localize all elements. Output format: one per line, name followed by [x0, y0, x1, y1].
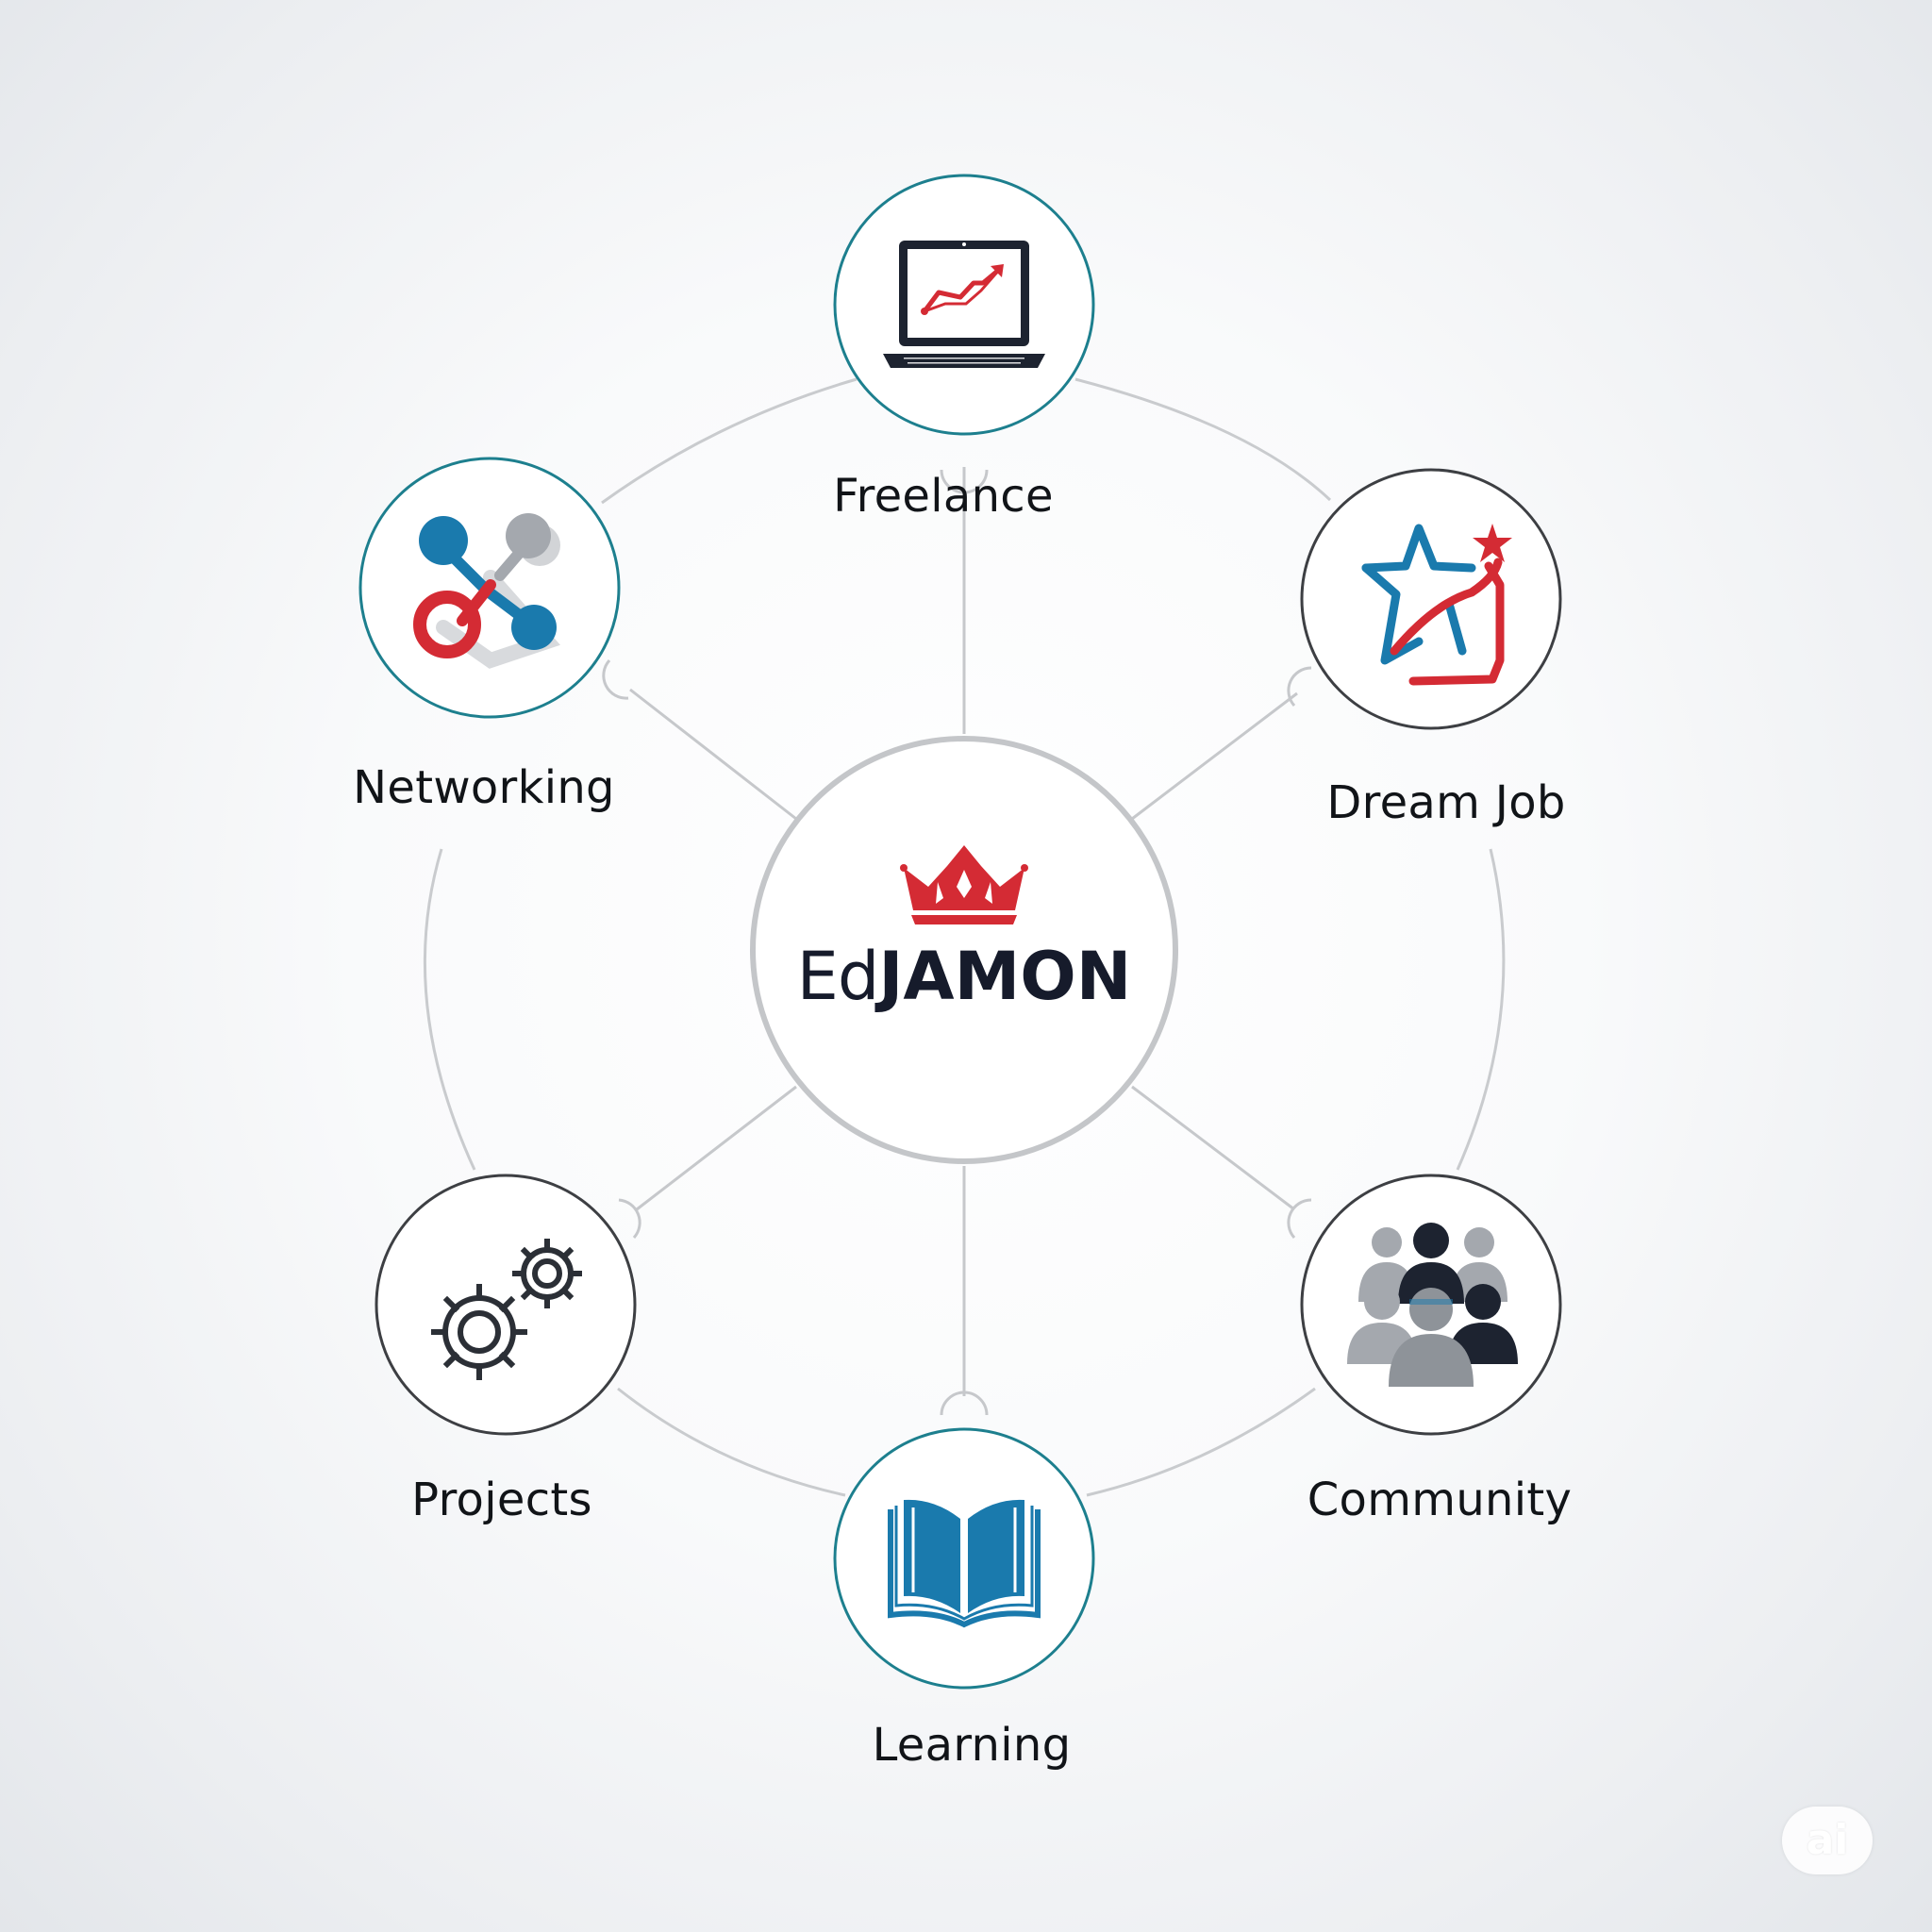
knob-freelance [940, 469, 989, 494]
people-group-icon [1347, 1223, 1518, 1387]
node-projects [375, 1174, 637, 1436]
knob-learning [940, 1391, 989, 1416]
ring-arc-community-learning [1086, 1387, 1316, 1497]
gears-icon [431, 1239, 582, 1380]
brand-name-prefix: Ed [796, 938, 880, 1015]
open-book-icon [888, 1499, 1041, 1628]
center-circle [750, 736, 1178, 1164]
knob-networking [602, 658, 629, 700]
node-circle-dream-job [1300, 468, 1562, 730]
brand-name-suffix: JAMON [878, 938, 1132, 1015]
node-community [1300, 1174, 1562, 1436]
connector-knobs [602, 469, 1312, 1416]
node-freelance [833, 174, 1095, 436]
network-nodes-icon [413, 513, 560, 669]
node-learning [833, 1427, 1095, 1690]
node-networking [358, 457, 621, 719]
knob-dream-job [1287, 666, 1312, 707]
label-dream-job: Dream Job [1326, 776, 1566, 829]
ring-arc-projects-networking [423, 848, 476, 1171]
ai-watermark-badge: ai [1782, 1807, 1873, 1874]
laptop-chart-icon [883, 241, 1045, 368]
spoke-community [1131, 1085, 1295, 1211]
ring-arc-learning-projects [617, 1387, 846, 1497]
ring-arc-dream-job-community [1456, 848, 1506, 1171]
node-dream-job [1300, 468, 1562, 730]
star-path-icon [1361, 524, 1512, 686]
label-networking: Networking [353, 761, 615, 814]
ring-arc-freelance-dream-job [1074, 377, 1332, 502]
label-projects: Projects [411, 1474, 592, 1526]
ring-arc-networking-freelance [601, 377, 858, 505]
outer-ring [423, 377, 1506, 1497]
label-community: Community [1307, 1474, 1573, 1526]
knob-projects [618, 1198, 641, 1240]
node-circle-learning [833, 1427, 1095, 1690]
spoke-projects [636, 1085, 797, 1211]
label-freelance: Freelance [833, 470, 1054, 523]
spoke-networking [629, 688, 797, 821]
knob-community [1287, 1198, 1312, 1239]
crown-icon [900, 845, 1028, 924]
spoke-dream-job [1131, 691, 1298, 821]
brand-name: EdJAMON [797, 938, 1132, 1015]
spokes [629, 467, 1298, 1396]
label-learning: Learning [872, 1719, 1072, 1772]
center-node [750, 736, 1178, 1164]
